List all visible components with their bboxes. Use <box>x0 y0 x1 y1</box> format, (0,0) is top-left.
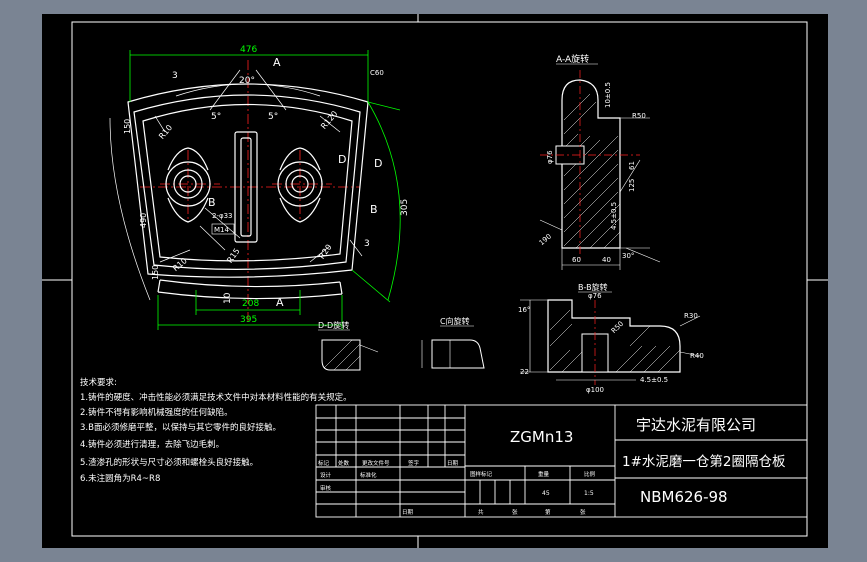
col-sign: 签字 <box>408 459 420 467</box>
note-1: 1.铸件的硬度、冲击性能必须满足技术文件中对本材料性能的有关规定。 <box>80 392 352 403</box>
drawing-sheet <box>42 14 828 548</box>
col-date: 日期 <box>447 460 459 467</box>
main-view: A A B B D D 476 208 395 20° 5° 5° C60 3 … <box>109 45 410 330</box>
sheet-total: 共 <box>478 508 484 516</box>
dim-top-width: 476 <box>240 45 257 55</box>
col-change-doc: 更改文件号 <box>362 459 390 467</box>
note-2: 2.铸件不得有影响机械强度的任何缺陷。 <box>80 407 233 418</box>
dim-three-top: 3 <box>172 71 178 81</box>
scale-label: 比例 <box>584 470 596 478</box>
dim-left-a: 150 <box>123 119 132 134</box>
dim-angle-right: 5° <box>268 112 278 122</box>
bb-dim-45: 4.5±0.5 <box>640 376 668 384</box>
col-mark: 标记 <box>318 459 330 467</box>
bb-dim-r30: R30 <box>684 312 698 320</box>
dim-angle-left: 5° <box>211 112 221 122</box>
aa-dim-r50: R50 <box>632 112 646 120</box>
note-5: 5.渣渗孔的形状与尺寸必须和螺栓头良好接触。 <box>80 457 258 468</box>
date-label: 日期 <box>402 509 414 516</box>
view-aa-title: A-A旋转 <box>556 53 589 65</box>
dim-right-height: 305 <box>400 199 410 216</box>
bb-dim-phi100: φ100 <box>586 386 604 394</box>
view-aa: A-A旋转 <box>538 53 661 270</box>
view-dd: D-D旋转 <box>318 320 379 371</box>
stage-label: 图样标记 <box>470 470 493 478</box>
dim-ten: 10 <box>223 292 233 304</box>
col-count: 处数 <box>338 459 350 467</box>
view-dd-title: D-D旋转 <box>318 320 349 330</box>
dim-bottom-inner: 208 <box>242 299 259 309</box>
view-bb: B-B旋转 16° φ76 R30 <box>518 282 704 394</box>
aa-dim-61: 61 <box>628 161 636 170</box>
section-mark-a-top: A <box>273 56 281 69</box>
dim-bottom-outer: 395 <box>240 315 257 325</box>
aa-dim-phi76: φ76 <box>546 150 554 164</box>
dim-left-b: 490 <box>139 213 148 228</box>
dim-angle-top: 20° <box>239 76 255 86</box>
section-mark-b-right: B <box>370 203 378 216</box>
aa-dim-30deg: 30° <box>622 252 634 260</box>
hole-note-a: 2-φ33 <box>212 212 233 220</box>
note-3: 3.B面必须修磨平整，以保持与其它零件的良好接触。 <box>80 422 281 433</box>
bb-dim-22: 22 <box>520 368 529 376</box>
aa-dim-45: 4.5±0.5 <box>610 202 618 230</box>
drawing-number: NBM626-98 <box>640 488 728 506</box>
view-cc-title: C向旋转 <box>440 316 470 326</box>
title-block-text: 标记 处数 更改文件号 签字 日期 设计 审核 标准化 日期 图样标记 重量 比… <box>318 416 786 516</box>
aa-dim-60: 60 <box>572 256 581 264</box>
section-mark-d-right: D <box>374 157 382 170</box>
note-4: 4.铸件必须进行清理，去除飞边毛刺。 <box>80 439 224 450</box>
sheet-num: 张 <box>512 508 518 516</box>
dim-c60: C60 <box>370 69 384 77</box>
aa-dim-40: 40 <box>602 256 611 264</box>
role-design: 设计 <box>320 471 332 479</box>
aa-dim-125: 125 <box>628 179 636 192</box>
material-label: ZGMn13 <box>510 428 573 446</box>
role-review: 审核 <box>320 484 332 492</box>
bb-dim-phi76: φ76 <box>588 292 602 300</box>
drawing-frame <box>42 14 828 548</box>
weight-value: 45 <box>542 490 550 497</box>
part-name: 1#水泥磨一仓第2圈隔仓板 <box>622 453 786 470</box>
bb-dim-r40: R40 <box>690 352 704 360</box>
sheet-of: 第 <box>545 508 551 516</box>
notes-title: 技术要求: <box>80 377 117 388</box>
section-mark-b-left: B <box>208 196 216 209</box>
view-bb-title: B-B旋转 <box>578 282 608 292</box>
standardize-label: 标准化 <box>360 471 377 479</box>
view-cc: C向旋转 <box>421 316 485 369</box>
dim-left-c: 150 <box>151 265 160 280</box>
dim-three-right: 3 <box>364 239 370 249</box>
scale-value: 1:5 <box>584 490 594 497</box>
title-block <box>315 404 808 518</box>
company-name: 宇达水泥有限公司 <box>636 416 756 434</box>
note-6: 6.未注圆角为R4~R8 <box>80 473 160 484</box>
technical-notes: 技术要求: 1.铸件的硬度、冲击性能必须满足技术文件中对本材料性能的有关规定。 … <box>80 377 352 484</box>
aa-dim-10: 10±0.5 <box>604 82 612 108</box>
bb-dim-16deg: 16° <box>518 306 530 314</box>
weight-label: 重量 <box>538 470 550 478</box>
section-mark-d-left: D <box>338 153 346 166</box>
hole-note-b: M14 <box>214 226 229 234</box>
section-mark-a-bottom: A <box>276 296 284 309</box>
sheet-unit: 张 <box>580 508 586 516</box>
